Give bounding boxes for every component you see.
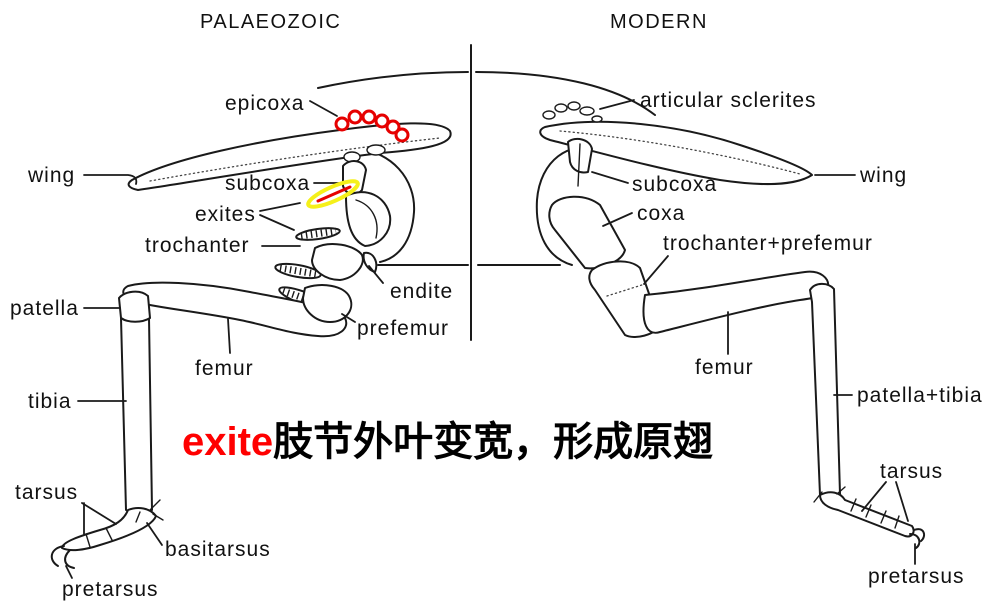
- leader-exites: [260, 203, 300, 211]
- leader-tarsus-modern: [862, 482, 886, 511]
- label-patella-tibia: patella+tibia: [857, 384, 983, 407]
- label-endite: endite: [390, 280, 453, 303]
- leader-basitarsus: [147, 523, 162, 545]
- caption-highlight-word: exite: [182, 420, 273, 464]
- palaeozoic-endite: [364, 253, 377, 272]
- label-trochanter: trochanter: [145, 234, 250, 257]
- label-pretarsus-palaeozoic: pretarsus: [62, 578, 159, 601]
- modern-femur: [643, 272, 828, 333]
- modern-articular-sclerite: [555, 104, 567, 112]
- leader-subcoxa-modern: [592, 172, 628, 183]
- epicoxa-highlight-circle: [336, 118, 348, 130]
- header-modern: MODERN: [610, 11, 708, 33]
- label-trochanter-prefemur: trochanter+prefemur: [663, 232, 873, 255]
- label-prefemur: prefemur: [357, 317, 449, 340]
- leader-trochanter-prefemur: [644, 256, 668, 284]
- modern-coxa: [549, 197, 625, 269]
- label-wing-palaeozoic: wing: [27, 164, 75, 187]
- palaeozoic-tibia: [121, 318, 152, 513]
- label-articular-sclerites: articular sclerites: [640, 89, 817, 112]
- label-wing-modern: wing: [859, 164, 907, 187]
- label-patella-palaeozoic: patella: [10, 297, 79, 320]
- leader-tarsus-palaeozoic: [82, 503, 116, 524]
- modern-patella-tibia: [810, 284, 840, 499]
- label-femur-modern: femur: [695, 356, 754, 379]
- modern-articular-sclerite: [543, 111, 555, 119]
- modern-drawing: [476, 72, 924, 548]
- leader-articular-sclerites: [600, 100, 634, 109]
- epicoxa-highlight-circle: [396, 129, 408, 141]
- label-subcoxa-modern: subcoxa: [632, 173, 717, 196]
- label-tarsus-palaeozoic: tarsus: [15, 481, 78, 504]
- palaeozoic-wing-base-sclerite: [367, 145, 385, 155]
- caption: exite肢节外叶变宽，形成原翅: [182, 420, 713, 464]
- palaeozoic-patella: [119, 292, 150, 322]
- label-epicoxa: epicoxa: [225, 92, 304, 115]
- leader-tarsus-modern: [896, 482, 908, 521]
- modern-articular-sclerite: [580, 107, 594, 115]
- epicoxa-highlight-circle: [363, 111, 375, 123]
- label-pretarsus-modern: pretarsus: [868, 565, 965, 588]
- palaeozoic-tarsus: [62, 508, 156, 550]
- caption-text: 肢节外叶变宽，形成原翅: [273, 420, 713, 464]
- palaeozoic-exite-1: [296, 226, 341, 242]
- palaeozoic-coxa: [346, 192, 390, 246]
- palaeozoic-thorax-outline: [318, 72, 468, 88]
- label-exites: exites: [195, 203, 256, 226]
- header-palaeozoic: PALAEOZOIC: [200, 11, 341, 33]
- label-tarsus-modern: tarsus: [880, 460, 943, 483]
- label-femur-palaeozoic: femur: [195, 357, 254, 380]
- leader-epicoxa: [310, 101, 337, 116]
- label-subcoxa-palaeozoic: subcoxa: [225, 172, 310, 195]
- label-coxa: coxa: [637, 202, 685, 225]
- label-basitarsus: basitarsus: [165, 538, 271, 561]
- leader-exites: [260, 215, 294, 230]
- epicoxa-highlight-circle: [349, 111, 361, 123]
- modern-articular-sclerite: [568, 102, 580, 110]
- label-tibia: tibia: [28, 390, 72, 413]
- leader-femur-palaeozoic: [228, 319, 230, 353]
- modern-articular-sclerite: [592, 116, 602, 122]
